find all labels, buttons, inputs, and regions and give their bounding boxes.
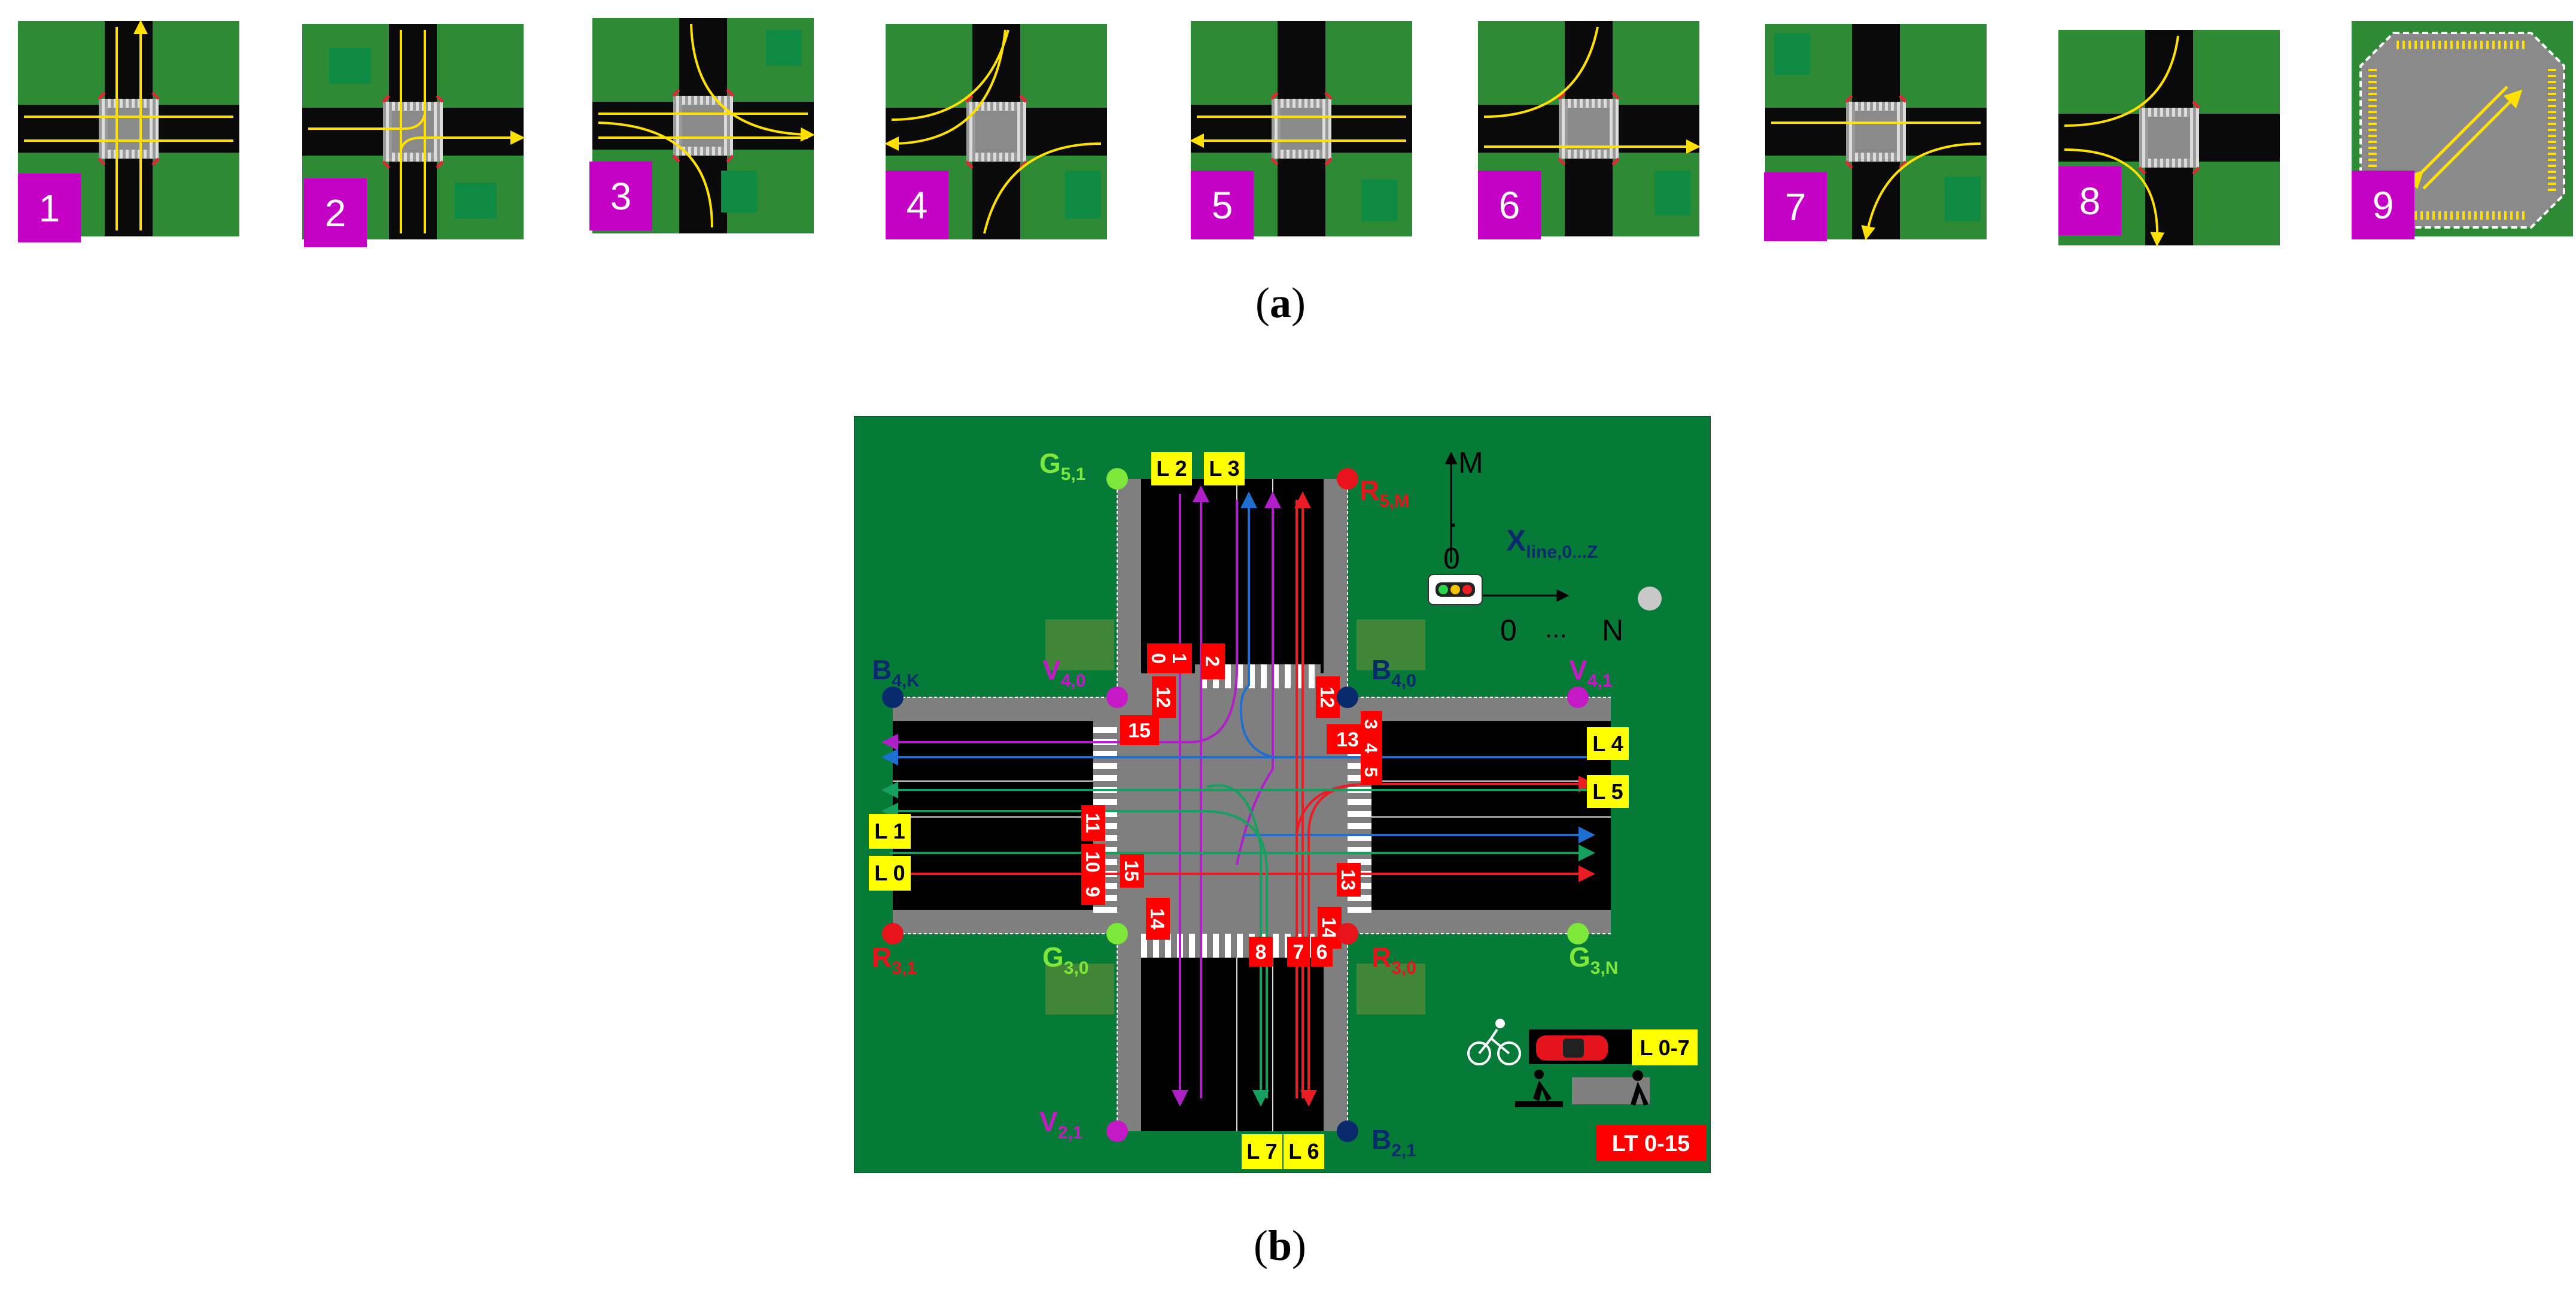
phase-thumb-3 xyxy=(592,18,814,233)
node-G3N xyxy=(1567,923,1589,944)
svg-text:G5,1: G5,1 xyxy=(1039,448,1086,484)
svg-text:G3,0: G3,0 xyxy=(1042,941,1089,978)
phase-badge-9: 9 xyxy=(2352,171,2414,239)
lt-tag: 5 xyxy=(1361,767,1380,777)
legend: L 0-7 LT 0-15 xyxy=(1467,1019,1707,1161)
svg-text:R3,1: R3,1 xyxy=(872,941,917,978)
phase-thumb-7 xyxy=(1765,24,1987,239)
lt-tag: 9 xyxy=(1082,886,1103,897)
lt-tag: 14 xyxy=(1146,908,1168,930)
phase-badge-1: 1 xyxy=(18,174,81,242)
lane-tag-L5: L 5 xyxy=(1592,779,1623,804)
grey-node xyxy=(1638,587,1662,611)
lt-tag: 13 xyxy=(1336,728,1359,751)
phase-thumb-8 xyxy=(2058,30,2280,245)
lane-tag-L4: L 4 xyxy=(1592,731,1623,756)
pedestrian-icon xyxy=(1631,1070,1649,1105)
intersection-diagram: L 2 L 3 L 4 L 5 L 1 L 0 L 7 L 6 0 1 2 12… xyxy=(854,416,1711,1173)
axis-ellipsis: ... xyxy=(1545,614,1567,643)
lt-tag: 12 xyxy=(1316,687,1338,708)
node-B21 xyxy=(1337,1120,1358,1142)
phase-badge-5: 5 xyxy=(1191,171,1254,239)
lt-tag: 11 xyxy=(1082,813,1103,833)
phase-badge-2: 2 xyxy=(304,178,367,247)
lt-tag: 1 xyxy=(1169,653,1190,664)
svg-text:V4,1: V4,1 xyxy=(1569,654,1612,691)
lt-tag: 0 xyxy=(1148,653,1169,664)
lane-tags: L 2 L 3 L 4 L 5 L 1 L 0 L 7 L 6 xyxy=(869,452,1629,1169)
axis-n: N xyxy=(1602,613,1623,647)
phase-badge-7: 7 xyxy=(1764,172,1827,241)
pedestrian-crossing-icon xyxy=(1515,1070,1563,1107)
svg-text:B2,1: B2,1 xyxy=(1371,1124,1416,1161)
lane-tag-L6: L 6 xyxy=(1288,1139,1319,1164)
node-G30 xyxy=(1106,923,1128,944)
lt-tag: 12 xyxy=(1152,687,1174,708)
axis-x-label: Xline,0...Z xyxy=(1506,524,1598,562)
node-labels: G5,1 R5,M B4,K V4,0 B4,0 V4,1 R3,1 G3,0 … xyxy=(872,448,1618,1161)
nodes xyxy=(882,468,1662,1142)
lane-tag-L0: L 0 xyxy=(874,861,905,885)
bicycle-icon xyxy=(1467,1019,1521,1065)
svg-text:R3,0: R3,0 xyxy=(1371,941,1416,978)
axis-zero-horizontal: 0 xyxy=(1500,613,1517,647)
node-B4K xyxy=(882,687,904,708)
axis-m: M xyxy=(1458,446,1483,479)
lt-tag: 2 xyxy=(1202,656,1223,667)
lt-tag: 15 xyxy=(1121,860,1142,882)
lane-tag-L3: L 3 xyxy=(1209,456,1239,481)
phase-badge-8: 8 xyxy=(2058,166,2121,235)
node-V21 xyxy=(1106,1120,1128,1142)
lane-tag-L2: L 2 xyxy=(1156,456,1187,481)
phase-thumb-1 xyxy=(18,21,239,236)
lt-tag: 13 xyxy=(1337,869,1359,891)
svg-text:B4,K: B4,K xyxy=(872,654,920,691)
axis-indicator: M . 0 Xline,0...Z 0 ... N xyxy=(1428,446,1623,647)
lt-tag: 10 xyxy=(1082,851,1103,873)
lane-tag-L1: L 1 xyxy=(874,819,905,843)
svg-text:B4,0: B4,0 xyxy=(1371,654,1416,691)
svg-text:R5,M: R5,M xyxy=(1360,475,1409,511)
lt-tag: 7 xyxy=(1293,941,1304,964)
car-icon xyxy=(1536,1035,1608,1061)
lt-tag: 4 xyxy=(1361,743,1380,754)
phase-thumb-6 xyxy=(1478,21,1699,236)
phase-badge-6: 6 xyxy=(1478,171,1541,239)
lt-tag: 6 xyxy=(1316,941,1328,964)
caption-a: (a) xyxy=(1255,279,1306,327)
axis-zero-vertical: 0 xyxy=(1443,542,1460,575)
node-R30 xyxy=(1337,923,1358,944)
svg-text:V2,1: V2,1 xyxy=(1039,1106,1082,1143)
phase-thumb-2 xyxy=(302,24,524,239)
phase-badge-3: 3 xyxy=(589,162,652,230)
lt-tag: 8 xyxy=(1255,941,1267,964)
axis-dot: . xyxy=(1449,500,1458,533)
phase-thumb-5 xyxy=(1191,21,1412,236)
node-G51 xyxy=(1106,468,1128,490)
lane-tag-L7: L 7 xyxy=(1246,1139,1277,1164)
node-R31 xyxy=(882,923,904,944)
svg-text:G3,N: G3,N xyxy=(1569,941,1618,978)
node-V41 xyxy=(1567,687,1589,708)
caption-b: (b) xyxy=(1254,1222,1307,1269)
phase-badge-4: 4 xyxy=(886,171,948,239)
node-V40 xyxy=(1106,687,1128,708)
phase-thumb-4 xyxy=(886,24,1107,239)
lt-tag: 15 xyxy=(1128,719,1151,742)
traffic-light-icon xyxy=(1428,574,1483,605)
legend-lt-label: LT 0-15 xyxy=(1612,1131,1690,1156)
phase-thumbnails xyxy=(0,0,2573,251)
svg-text:V4,0: V4,0 xyxy=(1042,654,1085,691)
lt-tag: 14 xyxy=(1318,917,1340,938)
lt-tag: 3 xyxy=(1361,719,1380,730)
node-R5M xyxy=(1337,468,1358,490)
node-B40 xyxy=(1337,687,1358,708)
lt-tags: 0 1 2 12 15 12 13 3 4 5 11 10 9 15 13 14… xyxy=(1081,643,1382,967)
legend-lanes-label: L 0-7 xyxy=(1640,1035,1689,1060)
